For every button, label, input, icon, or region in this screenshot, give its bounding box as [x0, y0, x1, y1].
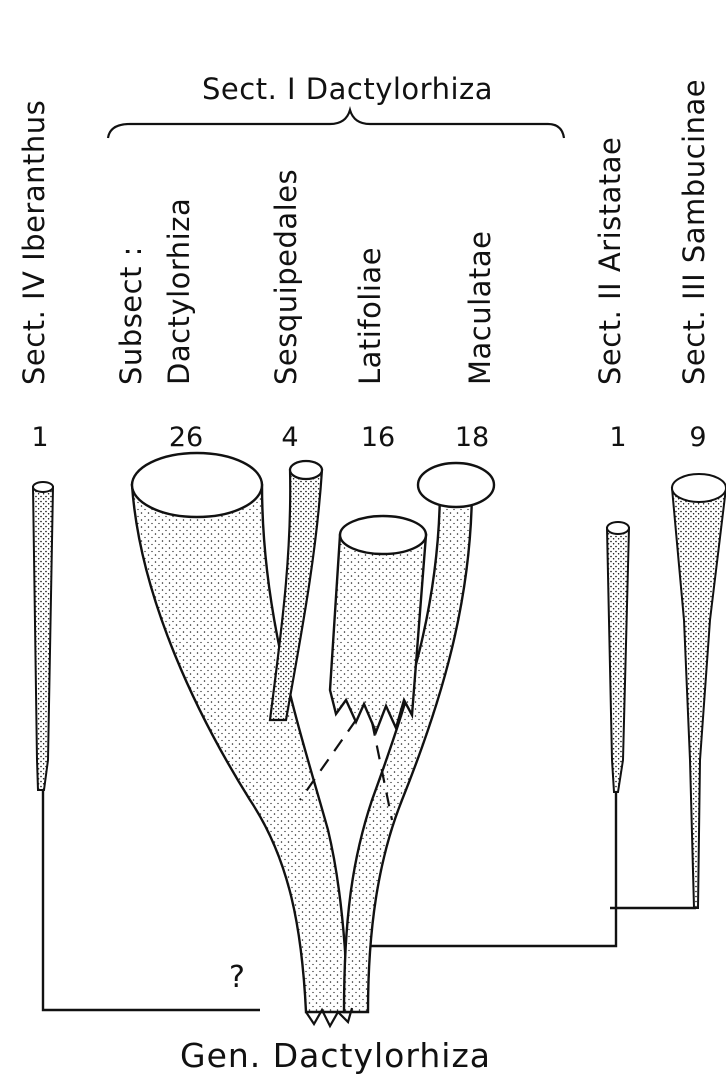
branch-aristatae: [607, 528, 629, 792]
count-aristatae: 1: [588, 422, 648, 453]
genus-label: Gen. Dactylorhiza: [180, 1036, 491, 1075]
section-I-label: Sect. I Dactylorhiza: [202, 72, 493, 106]
branch-sambucinae: [672, 488, 726, 908]
branch-iberanthus: [33, 487, 53, 790]
label-maculatae: Maculatae: [466, 231, 495, 385]
count-maculatae: 18: [442, 422, 502, 453]
count-sesquipedales: 4: [260, 422, 320, 453]
label-subsect-line2: Dactylorhiza: [165, 198, 194, 385]
label-sesquipedales: Sesquipedales: [272, 169, 301, 385]
label-subsect-line1: Subsect :: [117, 246, 146, 385]
count-iberanthus: 1: [10, 422, 70, 453]
branch-latifoliae: [330, 535, 426, 732]
section-brace: [108, 110, 564, 138]
branch-dactylorhiza: [132, 485, 348, 1012]
label-latifoliae: Latifoliae: [356, 247, 385, 385]
uncertain-mark: ?: [229, 960, 245, 995]
label-sect-iv: Sect. IV Iberanthus: [20, 100, 49, 385]
label-sect-iii: Sect. III Sambucinae: [680, 79, 709, 385]
count-dactylorhiza: 26: [156, 422, 216, 453]
iberanthus-connector: [43, 790, 260, 1010]
count-latifoliae: 16: [348, 422, 408, 453]
branch-sesquipedales: [270, 470, 322, 720]
label-sect-ii: Sect. II Aristatae: [596, 137, 625, 385]
aristatae-connector: [360, 792, 616, 946]
count-sambucinae: 9: [668, 422, 726, 453]
